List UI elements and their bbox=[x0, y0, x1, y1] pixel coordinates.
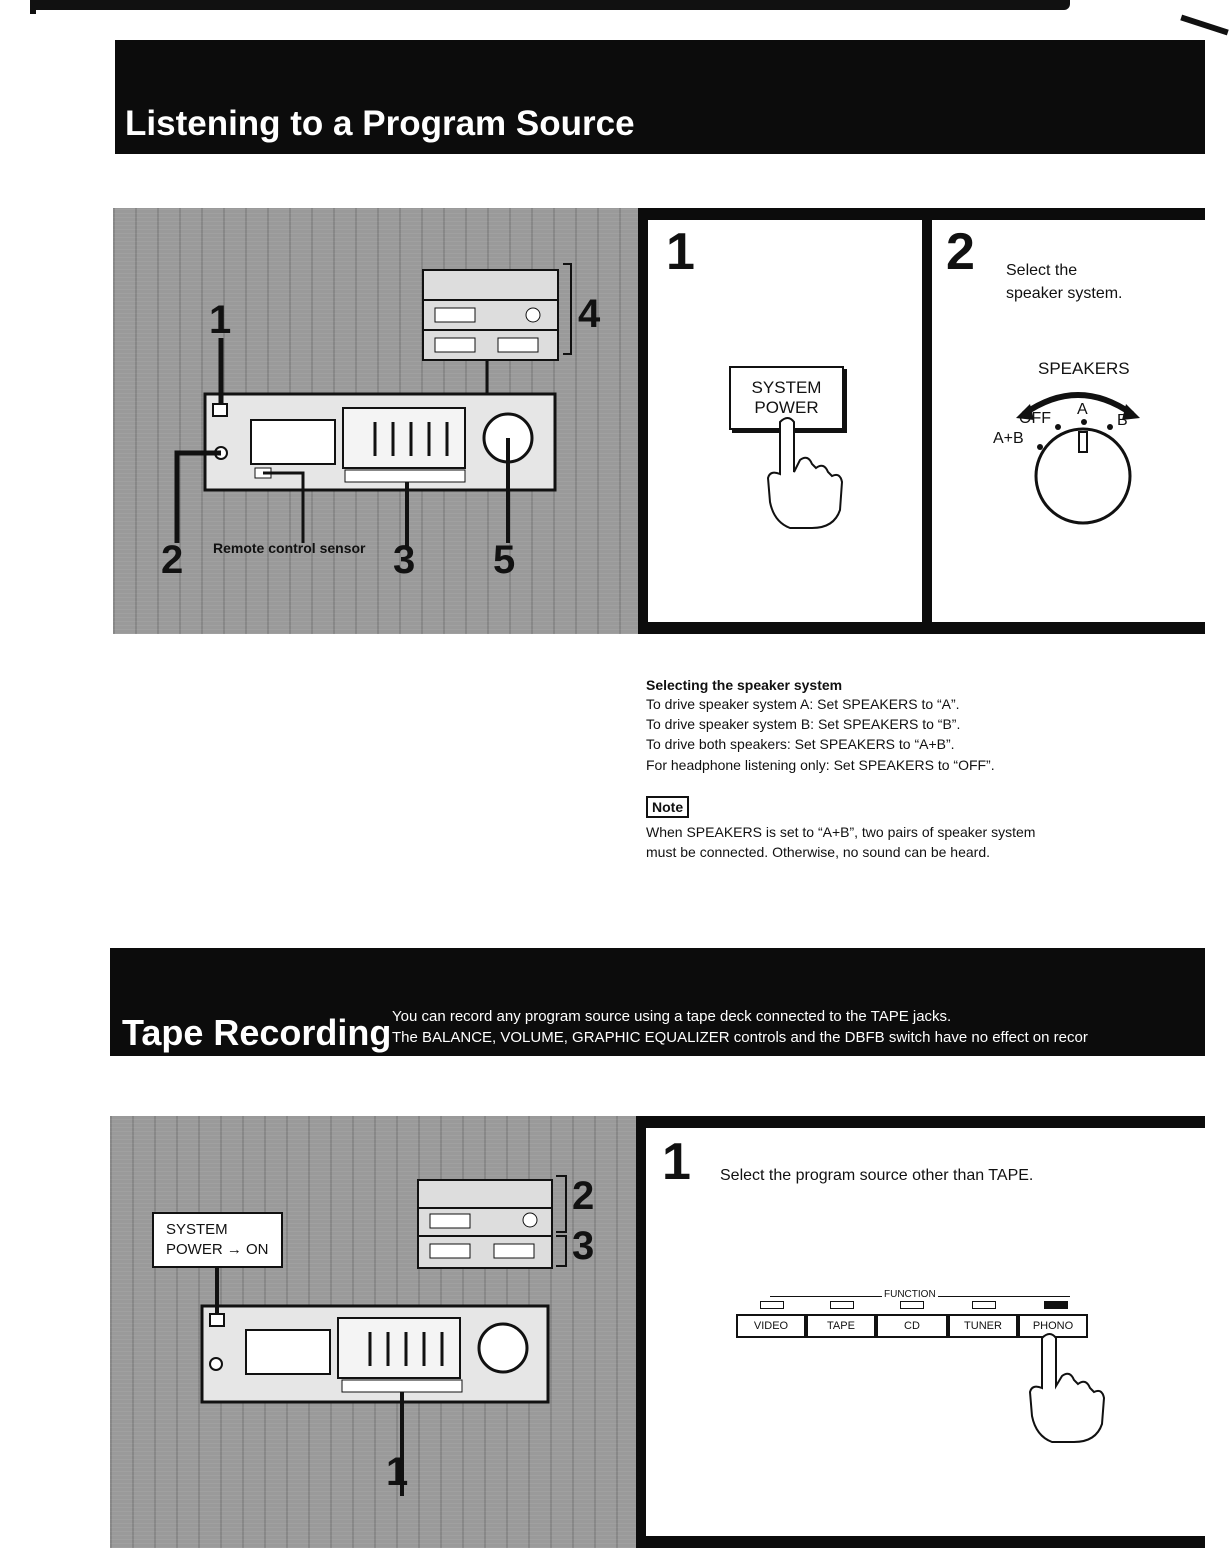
step-divider bbox=[922, 208, 932, 634]
section2-banner: Tape Recording You can record any progra… bbox=[110, 948, 1205, 1056]
function-cd-button: CD bbox=[876, 1314, 948, 1338]
video-led bbox=[760, 1301, 784, 1309]
note-line-2: must be connected. Otherwise, no sound c… bbox=[646, 844, 990, 860]
step1-number: 1 bbox=[666, 223, 695, 281]
section2-intro-line1: You can record any program source using … bbox=[392, 1008, 952, 1025]
info-line-3: To drive both speakers: Set SPEAKERS to … bbox=[646, 736, 955, 752]
top-rule-hook bbox=[30, 0, 36, 14]
info-line-1: To drive speaker system A: Set SPEAKERS … bbox=[646, 696, 960, 712]
function-tuner-button: TUNER bbox=[948, 1314, 1018, 1338]
pressing-hand-icon bbox=[766, 417, 844, 529]
system-power-on-line1: SYSTEM bbox=[166, 1221, 228, 1238]
photo-callout-3: 3 bbox=[393, 538, 416, 582]
pressing-hand-icon-2 bbox=[1028, 1333, 1106, 1443]
cd-led bbox=[900, 1301, 924, 1309]
corner-mark bbox=[1180, 14, 1229, 36]
photo2-callout-3: 3 bbox=[572, 1224, 595, 1268]
section1-title: Listening to a Program Source bbox=[125, 104, 635, 143]
photo-callout-1: 1 bbox=[209, 298, 232, 342]
function-video-button: VIDEO bbox=[736, 1314, 806, 1338]
section1-photo: 1 2 3 4 5 Remote control sensor bbox=[113, 208, 643, 634]
system-power-line2: POWER bbox=[754, 398, 819, 417]
knob-position-ab: A+B bbox=[993, 430, 1024, 447]
step2-text-line1: Select the bbox=[1006, 262, 1078, 279]
knob-position-a: A bbox=[1077, 401, 1088, 418]
tuner-led bbox=[972, 1301, 996, 1309]
system-power-on-label: SYSTEM POWER → ON bbox=[152, 1212, 283, 1268]
photo2-callout-2: 2 bbox=[572, 1174, 595, 1218]
section2-title: Tape Recording bbox=[122, 1012, 392, 1053]
photo-callout-5: 5 bbox=[493, 538, 516, 582]
section1-banner: Listening to a Program Source bbox=[115, 40, 1205, 154]
knob-position-off: OFF bbox=[1019, 410, 1051, 427]
note-label: Note bbox=[646, 796, 690, 818]
section2-photo: SYSTEM POWER → ON 2 3 1 bbox=[110, 1116, 640, 1548]
note-label-wrap: Note bbox=[646, 796, 690, 818]
photo-callout-4: 4 bbox=[578, 292, 601, 336]
function-label: FUNCTION bbox=[882, 1288, 938, 1302]
speakers-knob-icon bbox=[1016, 392, 1140, 525]
section2-step1-text: Select the program source other than TAP… bbox=[720, 1167, 1034, 1184]
system-power-line1: SYSTEM bbox=[751, 378, 822, 397]
function-tape-button: TAPE bbox=[806, 1314, 876, 1338]
section2-step1-number: 1 bbox=[662, 1133, 691, 1191]
system-power-on-line2: POWER → ON bbox=[166, 1241, 269, 1258]
tape-led bbox=[830, 1301, 854, 1309]
phono-led bbox=[1044, 1301, 1068, 1309]
info-heading: Selecting the speaker system bbox=[646, 677, 843, 693]
section2-intro-line2: The BALANCE, VOLUME, GRAPHIC EQUALIZER c… bbox=[392, 1029, 1088, 1046]
photo-callout-2: 2 bbox=[161, 538, 184, 582]
info-line-4: For headphone listening only: Set SPEAKE… bbox=[646, 757, 995, 773]
speakers-title: SPEAKERS bbox=[1038, 359, 1130, 378]
step2-text-line2: speaker system. bbox=[1006, 285, 1123, 302]
receiver-illustration-2 bbox=[200, 1175, 567, 1496]
system-power-button: SYSTEM POWER bbox=[729, 366, 844, 430]
top-rule bbox=[30, 0, 1070, 10]
remote-sensor-label: Remote control sensor bbox=[213, 540, 366, 556]
step2-number: 2 bbox=[946, 223, 975, 281]
knob-position-b: B bbox=[1117, 412, 1128, 429]
photo2-callout-1: 1 bbox=[386, 1450, 409, 1494]
receiver-illustration bbox=[174, 263, 572, 548]
note-line-1: When SPEAKERS is set to “A+B”, two pairs… bbox=[646, 824, 1036, 840]
info-line-2: To drive speaker system B: Set SPEAKERS … bbox=[646, 716, 961, 732]
